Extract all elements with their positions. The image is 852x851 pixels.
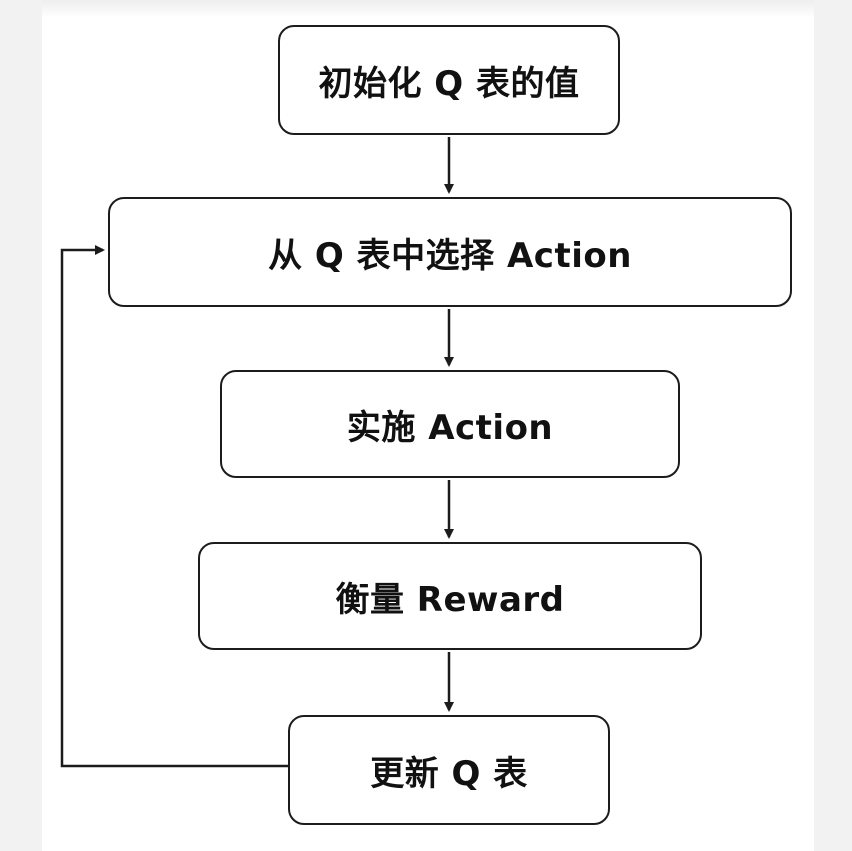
- node-select-action: 从 Q 表中选择 Action: [108, 197, 792, 307]
- node-update-q-table-label: 更新 Q 表: [370, 753, 528, 794]
- edge-update-loop-back: [60, 245, 288, 768]
- node-select-action-label: 从 Q 表中选择 Action: [268, 235, 632, 276]
- node-init-q-table-label: 初始化 Q 表的值: [318, 63, 580, 104]
- node-measure-reward: 衡量 Reward: [198, 542, 702, 650]
- node-measure-reward-label: 衡量 Reward: [335, 579, 565, 620]
- node-init-q-table: 初始化 Q 表的值: [278, 25, 620, 135]
- top-shadow: [42, 0, 814, 18]
- node-update-q-table: 更新 Q 表: [288, 715, 610, 825]
- node-execute-action: 实施 Action: [220, 370, 680, 478]
- left-margin: [0, 0, 42, 851]
- right-margin: [814, 0, 852, 851]
- node-execute-action-label: 实施 Action: [346, 407, 554, 448]
